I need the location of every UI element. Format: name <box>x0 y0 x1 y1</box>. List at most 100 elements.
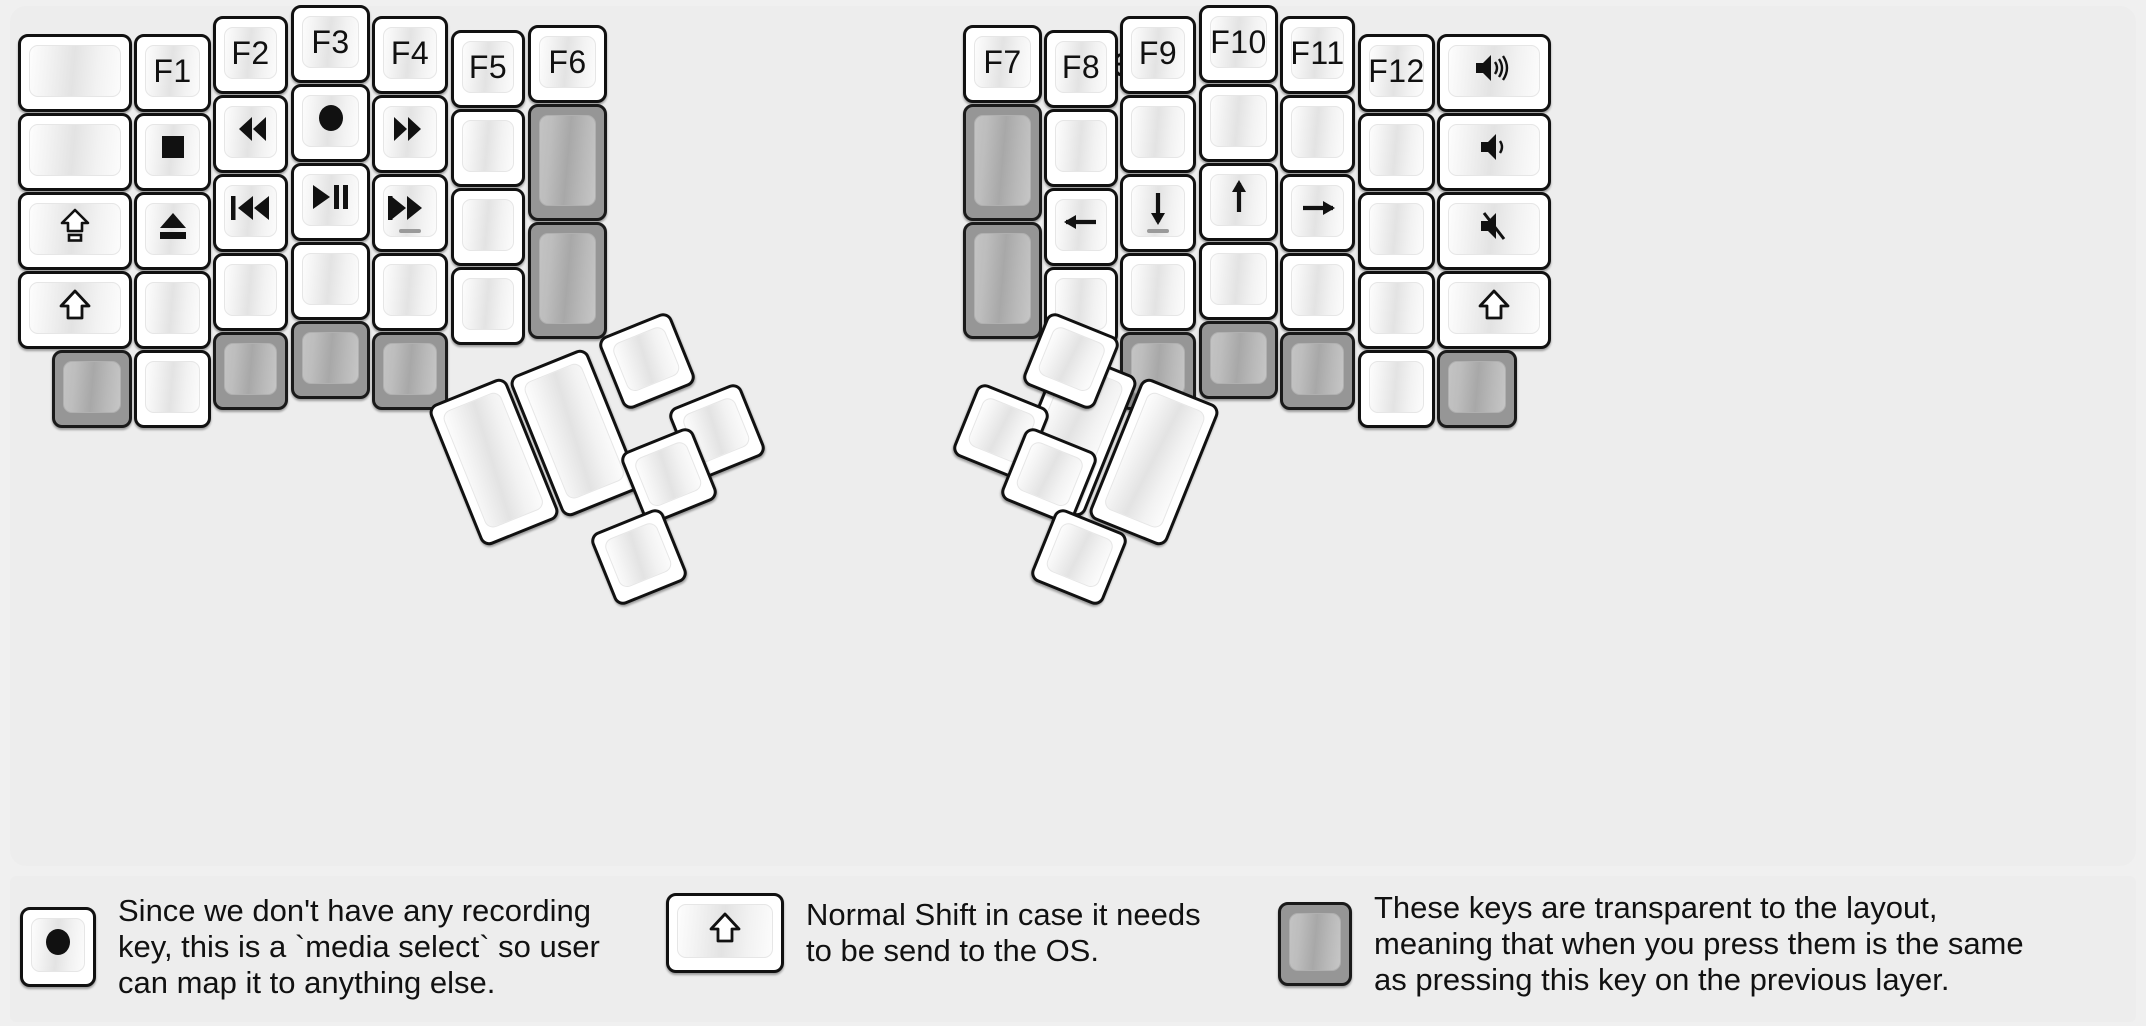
key-right-c3-r0[interactable]: F10 <box>1199 5 1278 83</box>
key-label: F4 <box>390 35 430 71</box>
key-left-c6-r1[interactable] <box>528 104 607 221</box>
volume-up-icon <box>1474 52 1514 90</box>
key-left-c2-r4[interactable] <box>213 332 288 410</box>
key-right-c6-r3[interactable] <box>1437 271 1551 349</box>
keycap-surface <box>63 361 121 413</box>
key-left-c0-r3[interactable] <box>18 271 132 349</box>
key-left-c4-r1[interactable] <box>372 95 448 173</box>
key-left-c6-r2[interactable] <box>528 222 607 339</box>
keycap-surface: F10 <box>1210 16 1267 68</box>
key-right-c2-r1[interactable] <box>1120 95 1196 173</box>
key-right-c1-r1[interactable] <box>1044 109 1118 187</box>
key-left-c2-r2[interactable] <box>213 174 288 252</box>
key-right-c2-r0[interactable]: F9 <box>1120 16 1196 94</box>
key-left-c5-r0[interactable]: F5 <box>451 30 525 108</box>
key-right-c4-r1[interactable] <box>1280 95 1355 173</box>
key-left-c0-r4[interactable] <box>52 350 132 428</box>
keycap-surface <box>1448 124 1540 176</box>
key-right-c0-r2[interactable] <box>963 222 1042 339</box>
keycap-surface: F7 <box>974 36 1031 88</box>
keycap-surface <box>1210 95 1267 147</box>
key-left-c1-r0[interactable]: F1 <box>134 34 211 112</box>
keycap-surface <box>29 45 121 97</box>
key-left-c1-r4[interactable] <box>134 350 211 428</box>
next-track-icon <box>388 193 432 229</box>
key-right-c5-r2[interactable] <box>1358 192 1435 270</box>
keycap-surface: F2 <box>224 27 277 79</box>
key-left-c0-r2[interactable] <box>18 192 132 270</box>
keycap-surface: F9 <box>1131 27 1185 79</box>
key-left-c1-r3[interactable] <box>134 271 211 349</box>
key-left-c4-r3[interactable] <box>372 253 448 331</box>
key-right-c4-r0[interactable]: F11 <box>1280 16 1355 94</box>
key-right-c3-r3[interactable] <box>1199 242 1278 320</box>
keycap-surface <box>145 203 200 255</box>
key-label: F3 <box>311 24 350 60</box>
key-left-c3-r3[interactable] <box>291 242 370 320</box>
key-right-c5-r1[interactable] <box>1358 113 1435 191</box>
key-left-c4-r4[interactable] <box>372 332 448 410</box>
key-right-c2-r3[interactable] <box>1120 253 1196 331</box>
key-left-c0-r1[interactable] <box>18 113 132 191</box>
key-left-c5-r2[interactable] <box>451 188 525 266</box>
key-left-c3-r1[interactable] <box>291 84 370 162</box>
key-right-c0-r0[interactable]: F7 <box>963 25 1042 103</box>
key-label: F11 <box>1290 35 1345 71</box>
legend-item-1: Since we don't have any recording key, t… <box>20 893 600 1001</box>
key-right-c5-r3[interactable] <box>1358 271 1435 349</box>
keycap-surface <box>1044 520 1116 590</box>
key-left-c1-r2[interactable] <box>134 192 211 270</box>
keycap-surface <box>1036 324 1108 394</box>
legend-bar <box>10 876 2136 1022</box>
keycap-surface <box>145 361 200 413</box>
keycap-surface <box>1448 282 1540 334</box>
key-right-c4-r2[interactable] <box>1280 174 1355 252</box>
key-left-c4-r2[interactable] <box>372 174 448 252</box>
key-left-c5-r1[interactable] <box>451 109 525 187</box>
shift-icon <box>709 912 741 950</box>
keycap-surface <box>1131 185 1185 237</box>
key-right-c5-r4[interactable] <box>1358 350 1435 428</box>
key-right-c6-r2[interactable] <box>1437 192 1551 270</box>
key-right-c6-r4[interactable] <box>1437 350 1517 428</box>
keycap-surface <box>302 332 359 384</box>
keycap-surface <box>602 520 674 590</box>
key-left-c2-r0[interactable]: F2 <box>213 16 288 94</box>
key-right-c5-r0[interactable]: F12 <box>1358 34 1435 112</box>
shift-icon <box>59 289 91 327</box>
key-left-c0-r0[interactable] <box>18 34 132 112</box>
key-left-c3-r4[interactable] <box>291 321 370 399</box>
key-right-c3-r2[interactable] <box>1199 163 1278 241</box>
legend-key-3 <box>1278 901 1352 986</box>
key-right-c3-r1[interactable] <box>1199 84 1278 162</box>
keycap-surface <box>1369 124 1424 176</box>
key-label: F5 <box>468 49 508 85</box>
shift-icon <box>1478 289 1510 327</box>
key-right-c4-r3[interactable] <box>1280 253 1355 331</box>
keycap-surface <box>383 343 437 395</box>
keycap-surface <box>145 282 200 334</box>
key-right-c2-r2[interactable] <box>1120 174 1196 252</box>
key-left-c1-r1[interactable] <box>134 113 211 191</box>
key-right-c0-r1[interactable] <box>963 104 1042 221</box>
key-right-c1-r2[interactable] <box>1044 188 1118 266</box>
key-right-c6-r0[interactable] <box>1437 34 1551 112</box>
key-left-c4-r0[interactable]: F4 <box>372 16 448 94</box>
key-left-c2-r1[interactable] <box>213 95 288 173</box>
arrow-down-icon <box>1143 189 1173 233</box>
key-right-c6-r1[interactable] <box>1437 113 1551 191</box>
keycap-surface <box>539 115 596 206</box>
key-right-c3-r4[interactable] <box>1199 321 1278 399</box>
key-left-c5-r3[interactable] <box>451 267 525 345</box>
keycap-surface <box>383 185 437 237</box>
key-right-c1-r0[interactable]: F8 <box>1044 30 1118 108</box>
keycap-surface <box>1369 361 1424 413</box>
legend-text-3: These keys are transparent to the layout… <box>1374 890 2024 997</box>
key-left-c2-r3[interactable] <box>213 253 288 331</box>
key-right-c4-r4[interactable] <box>1280 332 1355 410</box>
keycap-surface: F6 <box>539 36 596 88</box>
key-left-c3-r2[interactable] <box>291 163 370 241</box>
keycap-surface <box>31 917 85 972</box>
key-left-c3-r0[interactable]: F3 <box>291 5 370 83</box>
key-left-c6-r0[interactable]: F6 <box>528 25 607 103</box>
